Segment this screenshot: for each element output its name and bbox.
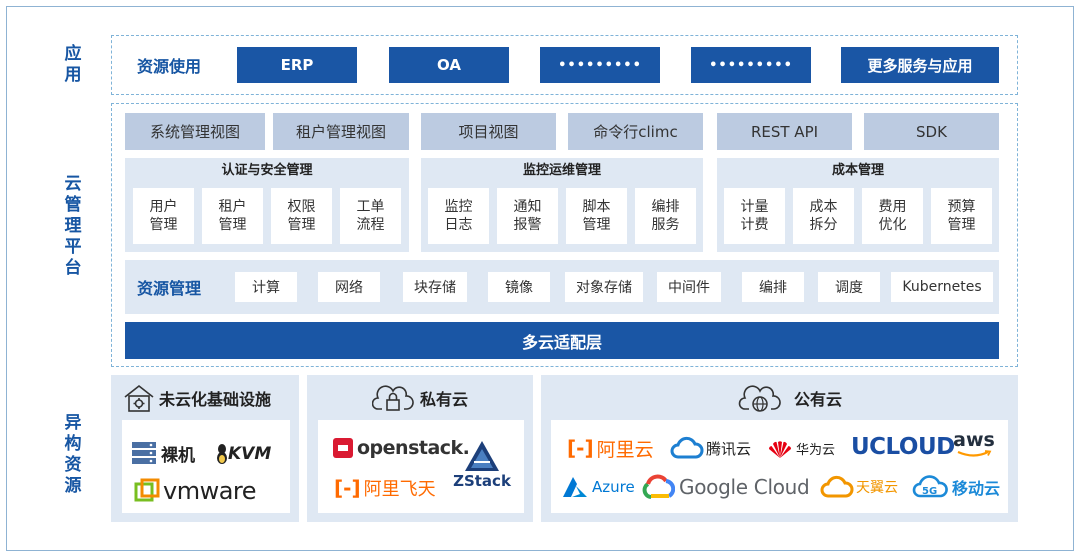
public-title: 公有云 [794, 390, 843, 409]
google-cloud-icon [642, 474, 675, 499]
app-erp[interactable]: ERP [237, 47, 357, 83]
cell-cost-split[interactable]: 成本拆分 [793, 188, 854, 244]
svg-text:5G: 5G [922, 486, 937, 497]
side-label-infra: 异构资源 [64, 413, 82, 496]
noncloud-title: 未云化基础设施 [159, 390, 272, 409]
cell-orchestration[interactable]: 编排服务 [635, 188, 696, 244]
noncloud-header: 未云化基础设施 [122, 383, 271, 413]
view-cli[interactable]: 命令行climc [568, 113, 703, 150]
res-middleware[interactable]: 中间件 [657, 272, 721, 302]
vmware-icon [134, 478, 160, 502]
cell-ticket-workflow[interactable]: 工单流程 [340, 188, 401, 244]
aliyun-bracket-icon: [-] [334, 476, 361, 500]
openstack-icon [333, 438, 353, 458]
panel-auth-security: 认证与安全管理 用户管理 租户管理 权限管理 工单流程 [125, 158, 409, 252]
res-orchestration[interactable]: 编排 [742, 272, 804, 302]
cell-budget-mgmt[interactable]: 预算管理 [931, 188, 992, 244]
panel-monitoring-ops: 监控运维管理 监控日志 通知报警 脚本管理 编排服务 [421, 158, 703, 252]
resource-use-title: 资源使用 [137, 57, 202, 76]
logo-zstack: ZStack [450, 440, 514, 496]
app-placeholder-1[interactable]: ••••••••• [540, 47, 660, 83]
res-compute[interactable]: 计算 [235, 272, 297, 302]
logo-tianyi-cloud: 天翼云 [820, 474, 898, 500]
res-block-storage[interactable]: 块存储 [403, 272, 467, 302]
logo-aws: aws [952, 430, 996, 462]
logo-baremetal: 裸机 [131, 439, 195, 467]
res-network[interactable]: 网络 [318, 272, 380, 302]
logo-china-mobile-cloud: 5G 移动云 [911, 474, 1000, 500]
side-label-app: 应用 [64, 44, 82, 85]
logo-openstack: openstack. [332, 435, 470, 461]
panel-title: 认证与安全管理 [221, 163, 313, 178]
outer-frame [6, 6, 1074, 551]
app-oa[interactable]: OA [389, 47, 509, 83]
logo-aliyun: [-] 阿里云 [567, 436, 654, 461]
logo-kvm: KVM [216, 441, 271, 467]
logo-google-cloud: Google Cloud [641, 472, 810, 502]
cell-script-mgmt[interactable]: 脚本管理 [566, 188, 627, 244]
server-stack-icon [132, 442, 156, 464]
cloud-globe-icon [738, 385, 781, 412]
res-kubernetes[interactable]: Kubernetes [891, 272, 993, 302]
cell-monitor-log[interactable]: 监控日志 [428, 188, 489, 244]
res-scheduling[interactable]: 调度 [818, 272, 880, 302]
logo-azure: Azure [562, 474, 635, 500]
logo-aliyun-feitian: [-] 阿里飞天 [334, 476, 436, 500]
private-header: 私有云 [372, 383, 468, 413]
huawei-flower-icon [768, 441, 792, 458]
azure-icon [563, 477, 587, 497]
tianyi-cloud-icon [820, 475, 854, 498]
aws-smile-icon [957, 450, 992, 457]
private-title: 私有云 [420, 390, 469, 409]
cell-cost-optimize[interactable]: 费用优化 [862, 188, 923, 244]
view-sdk[interactable]: SDK [864, 113, 999, 150]
server-gear-icon [124, 384, 154, 412]
panel-cost-mgmt: 成本管理 计量计费 成本拆分 费用优化 预算管理 [717, 158, 999, 252]
tencent-cloud-icon [670, 436, 704, 459]
public-header: 公有云 [738, 383, 842, 413]
cloud-platform-section [111, 103, 1018, 367]
cell-user-mgmt[interactable]: 用户管理 [133, 188, 194, 244]
app-placeholder-2[interactable]: ••••••••• [691, 47, 811, 83]
view-project[interactable]: 项目视图 [421, 113, 556, 150]
penguin-icon [217, 444, 227, 464]
app-more-services[interactable]: 更多服务与应用 [841, 47, 999, 83]
cell-tenant-mgmt[interactable]: 租户管理 [202, 188, 263, 244]
resource-mgmt-title: 资源管理 [137, 279, 202, 298]
public-logo-box [551, 420, 1008, 513]
cell-metering-billing[interactable]: 计量计费 [724, 188, 785, 244]
view-system-mgmt[interactable]: 系统管理视图 [125, 113, 265, 150]
res-object-storage[interactable]: 对象存储 [565, 272, 643, 302]
aliyun-bracket-icon: [-] [567, 436, 594, 460]
view-tenant-mgmt[interactable]: 租户管理视图 [273, 113, 409, 150]
logo-vmware: vmware [134, 476, 257, 506]
cell-permission-mgmt[interactable]: 权限管理 [271, 188, 332, 244]
panel-title: 成本管理 [831, 163, 884, 178]
cloud-lock-icon [372, 385, 414, 411]
mobile-cloud-5g-icon: 5G [912, 475, 948, 498]
multi-cloud-adapter-layer[interactable]: 多云适配层 [125, 322, 999, 359]
panel-title: 监控运维管理 [522, 163, 601, 178]
cell-notify-alarm[interactable]: 通知报警 [497, 188, 558, 244]
logo-ucloud: UCLOUD [851, 434, 955, 460]
side-label-cloud: 云管理平台 [64, 174, 82, 278]
app-section [111, 35, 1018, 95]
logo-tencent-cloud: 腾讯云 [670, 434, 751, 462]
logo-huawei-cloud: 华为云 [766, 434, 835, 462]
res-image[interactable]: 镜像 [488, 272, 550, 302]
zstack-icon [465, 441, 499, 471]
view-rest-api[interactable]: REST API [717, 113, 852, 150]
